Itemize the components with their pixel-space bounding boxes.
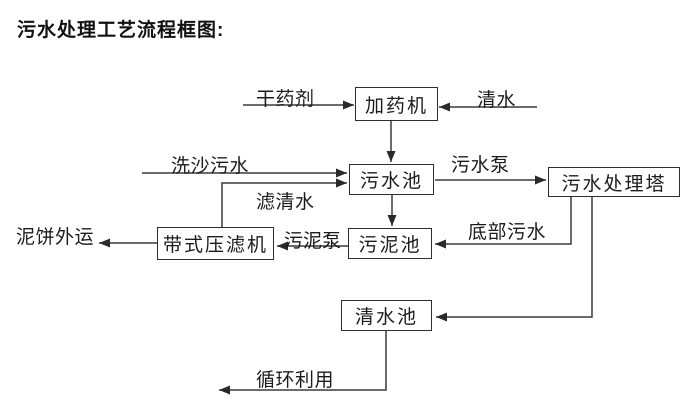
- label-sludge-pump: 污泥泵: [284, 231, 342, 252]
- node-belt-filter-press-label: 带式压滤机: [162, 235, 268, 256]
- node-sewage-pool: 污水池: [349, 164, 434, 195]
- node-clean-water-pool: 清水池: [341, 300, 432, 331]
- label-bottom-sewage: 底部污水: [468, 222, 547, 243]
- label-sewage-pump: 污水泵: [451, 155, 510, 176]
- node-belt-filter-press: 带式压滤机: [157, 227, 274, 260]
- edge-tower-bottom-sewage-to-sludge-pool: [435, 197, 572, 249]
- edge-tower-to-clean-water-pool: [436, 197, 593, 322]
- label-sand-washing-sewage: 洗沙污水: [171, 156, 250, 177]
- label-clean-water: 清水: [477, 90, 517, 111]
- label-filtered-water: 滤清水: [256, 192, 315, 213]
- node-dosing-machine-label: 加药机: [364, 95, 428, 117]
- node-sludge-pool-label: 污泥池: [358, 235, 422, 256]
- edge-clean-water-pool-to-recycling: [219, 331, 387, 395]
- page-title: 污水处理工艺流程框图:: [17, 20, 225, 41]
- label-mud-cake-out: 泥饼外运: [16, 227, 95, 248]
- node-clean-water-pool-label: 清水池: [354, 307, 418, 328]
- node-dosing-machine: 加药机: [355, 87, 438, 121]
- node-sewage-pool-label: 污水池: [359, 171, 423, 192]
- node-treatment-tower: 污水处理塔: [548, 167, 680, 197]
- label-recycling: 循环利用: [256, 370, 335, 391]
- label-dry-agent: 干药剂: [256, 89, 315, 110]
- node-sludge-pool: 污泥池: [348, 228, 432, 259]
- edge-press-filtered-water-to-sewage-pool: [221, 178, 347, 227]
- node-treatment-tower-label: 污水处理塔: [561, 173, 667, 195]
